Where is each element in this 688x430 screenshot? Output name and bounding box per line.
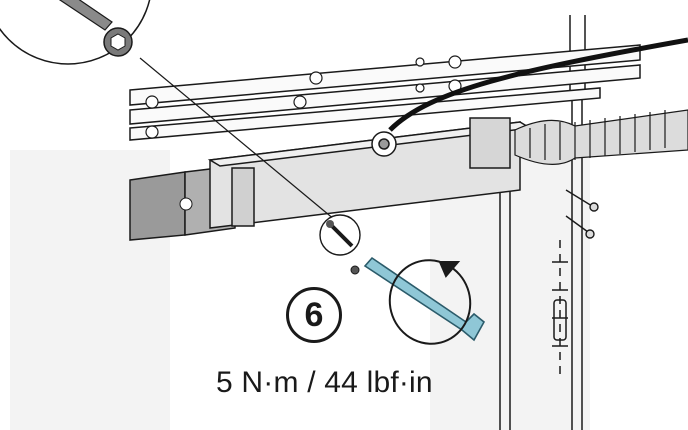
coil-spring xyxy=(514,109,688,166)
torque-specification: 5 N·m / 44 lbf·in xyxy=(216,366,433,399)
header-rails xyxy=(129,44,641,141)
lock-tube xyxy=(552,240,568,380)
detail-callout-icon xyxy=(0,0,336,221)
cable xyxy=(388,37,688,132)
screw-icon xyxy=(319,214,361,275)
mechanism-housing xyxy=(207,117,533,229)
step-number-badge: 6 xyxy=(286,287,342,343)
rail-screws xyxy=(145,55,462,139)
frame-screws xyxy=(565,189,599,239)
rotation-arrow-icon xyxy=(388,259,472,345)
step-number: 6 xyxy=(304,296,324,334)
